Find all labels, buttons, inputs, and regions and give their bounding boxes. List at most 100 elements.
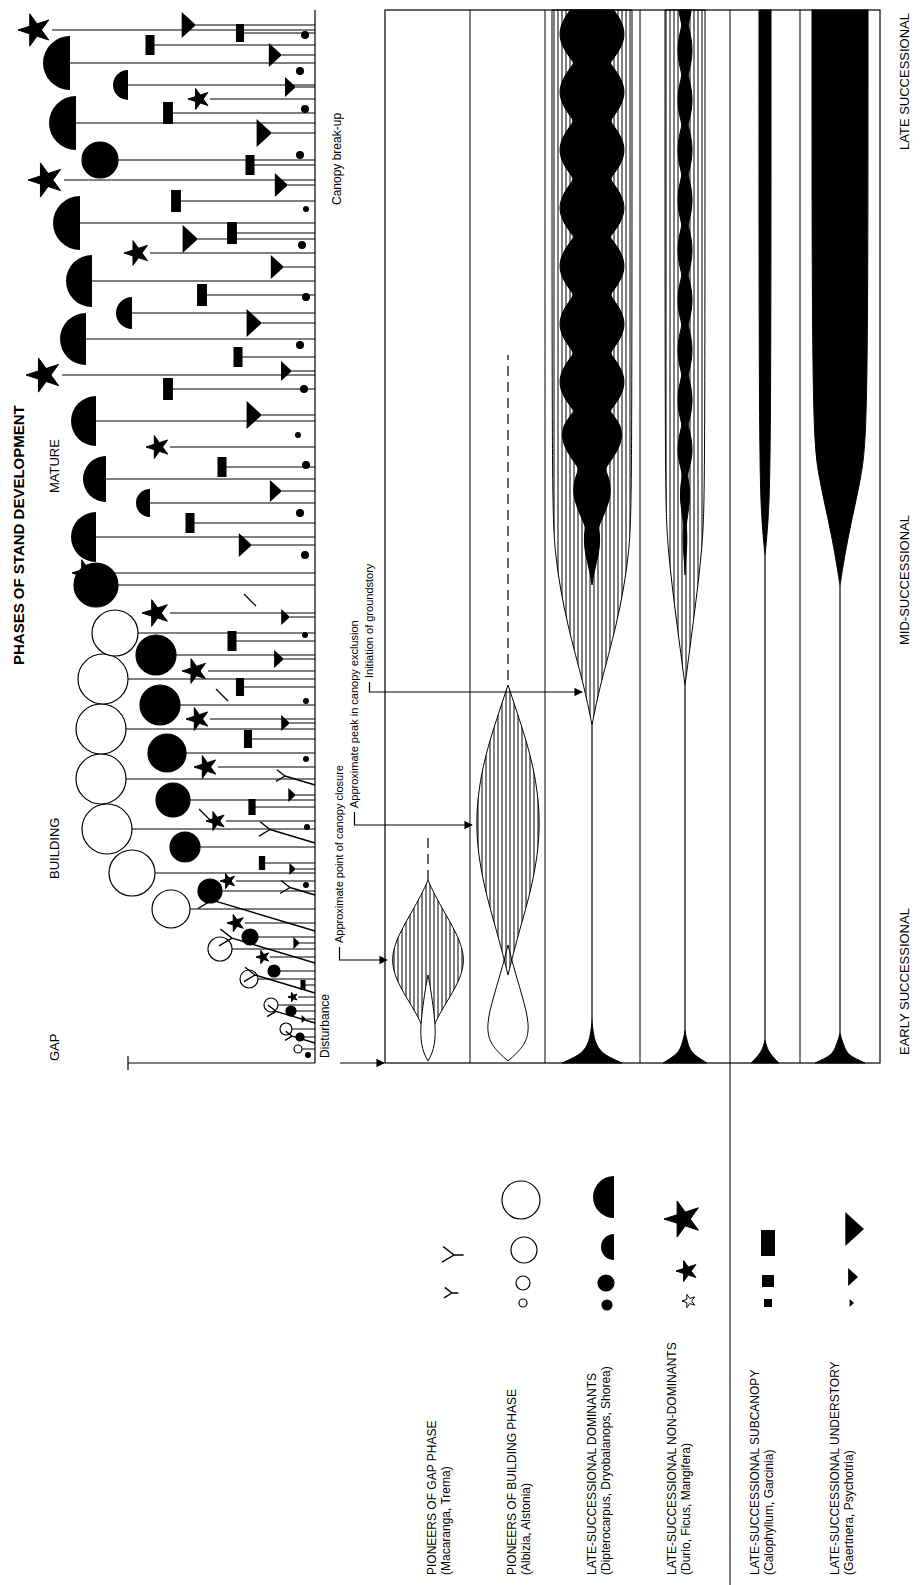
tree-stem bbox=[202, 295, 315, 296]
tree-stem bbox=[132, 829, 315, 830]
successional-band bbox=[812, 10, 868, 585]
non-dominant-crown bbox=[227, 914, 243, 931]
non-dominant-crown bbox=[664, 1201, 698, 1237]
chart-frame bbox=[385, 10, 880, 1063]
tree-stem bbox=[282, 55, 315, 56]
tree-stem bbox=[248, 739, 315, 740]
dominant-crown bbox=[598, 1275, 614, 1291]
successional-band bbox=[678, 10, 692, 575]
fallen-stem bbox=[244, 594, 256, 606]
building-pioneer-crown bbox=[516, 1276, 530, 1290]
legend-slot: PIONEERS OF BUILDING PHASE (Albizia, Als… bbox=[505, 1384, 534, 1575]
seedling bbox=[300, 385, 308, 393]
subcanopy-crown bbox=[197, 284, 207, 306]
label-slot: EARLY SUCCESSIONAL bbox=[897, 908, 913, 1055]
tree-stem bbox=[180, 705, 315, 706]
tree-stem bbox=[232, 233, 315, 234]
understory-crown bbox=[281, 715, 290, 731]
subcanopy-crown bbox=[761, 1230, 775, 1256]
understory-crown bbox=[183, 225, 198, 253]
dominant-crown bbox=[113, 70, 128, 100]
tree-stem bbox=[208, 671, 315, 672]
dominant-crown bbox=[116, 297, 132, 329]
dominant-crown bbox=[74, 563, 118, 607]
non-dominant-crown bbox=[194, 756, 216, 779]
tree-stem bbox=[272, 133, 315, 134]
dominant-crown bbox=[593, 1176, 614, 1218]
building-pioneer-crown bbox=[502, 1181, 540, 1219]
gap-marker bbox=[127, 1056, 128, 1070]
tree-stem bbox=[196, 25, 315, 26]
band-line bbox=[427, 835, 428, 880]
subcanopy-crown bbox=[246, 155, 255, 175]
band-line bbox=[684, 685, 685, 1030]
gap-pioneer bbox=[276, 770, 315, 785]
tree-stem bbox=[290, 617, 315, 618]
label-slot: BUILDING bbox=[47, 818, 63, 879]
understory-crown bbox=[271, 255, 284, 279]
subcanopy-crown bbox=[236, 24, 244, 42]
understory-crown bbox=[285, 77, 296, 97]
label-slot: MID-SUCCESSIONAL bbox=[897, 515, 913, 645]
subcanopy-crown bbox=[186, 513, 195, 533]
label-slot: Canopy break-up bbox=[330, 113, 344, 205]
label-slot: MATURE bbox=[47, 439, 63, 493]
legend-slot: LATE-SUCCESSIONAL NON-DOMINANTS (Durio, … bbox=[665, 1337, 694, 1575]
annotation-label: Canopy break-up bbox=[330, 113, 344, 205]
seedling bbox=[296, 151, 304, 159]
subcanopy-crown bbox=[248, 799, 255, 815]
non-dominant-crown bbox=[26, 358, 59, 392]
seedling bbox=[296, 341, 304, 349]
non-dominant-crown bbox=[676, 1261, 696, 1282]
building-pioneer-crown bbox=[109, 850, 155, 896]
tree-stem bbox=[96, 537, 315, 538]
subcanopy-crown bbox=[236, 678, 244, 696]
building-pioneer-crown bbox=[92, 610, 138, 656]
successional-band bbox=[421, 975, 435, 1061]
building-pioneer-crown bbox=[264, 998, 278, 1012]
tree-stem bbox=[118, 160, 315, 161]
tree-stem bbox=[262, 415, 315, 416]
gap-pioneer bbox=[442, 1247, 464, 1263]
tree-stem bbox=[200, 847, 315, 848]
tree-stem bbox=[288, 185, 315, 186]
axis-label: LATE SUCCESSIONAL bbox=[897, 13, 913, 150]
successional-band bbox=[477, 685, 539, 975]
tree-stem bbox=[70, 63, 315, 64]
tree-stem bbox=[126, 729, 315, 730]
tree-stem bbox=[280, 971, 315, 972]
tree-layer bbox=[18, 12, 315, 1058]
non-dominant-crown bbox=[146, 436, 168, 459]
dominant-crown bbox=[242, 929, 258, 945]
subcanopy-crown bbox=[163, 378, 173, 400]
tree-stem bbox=[298, 997, 315, 998]
seedling bbox=[303, 882, 309, 888]
legend-text: LATE-SUCCESSIONAL DOMINANTS (Dipterocarp… bbox=[585, 1362, 614, 1575]
leader-arrow bbox=[340, 1062, 384, 1063]
non-dominant-crown bbox=[182, 659, 206, 684]
subcanopy-crown bbox=[228, 631, 237, 651]
non-dominant-crown bbox=[18, 14, 49, 46]
tree-stem bbox=[150, 253, 315, 254]
non-dominant-crown bbox=[186, 708, 208, 731]
tree-stem bbox=[296, 87, 315, 88]
successional-band bbox=[759, 10, 771, 555]
tree-stem bbox=[245, 923, 315, 924]
tree-stem bbox=[150, 45, 315, 46]
tree-stem bbox=[218, 767, 315, 768]
tree-stem bbox=[290, 723, 315, 724]
seedling bbox=[301, 551, 309, 559]
tree-stem bbox=[238, 357, 315, 358]
successional-band bbox=[815, 1033, 865, 1063]
non-dominant-crown bbox=[682, 1294, 695, 1307]
building-pioneer-crown bbox=[78, 654, 128, 704]
dominant-crown bbox=[140, 685, 180, 725]
understory-crown bbox=[274, 650, 284, 668]
gap-pioneer bbox=[244, 967, 315, 993]
seedling bbox=[302, 461, 310, 469]
dominant-crown bbox=[71, 396, 96, 446]
building-pioneer-crown bbox=[511, 1237, 537, 1263]
non-dominant-crown bbox=[256, 950, 269, 963]
seedling bbox=[303, 206, 309, 212]
legend-symbols bbox=[442, 1176, 864, 1310]
